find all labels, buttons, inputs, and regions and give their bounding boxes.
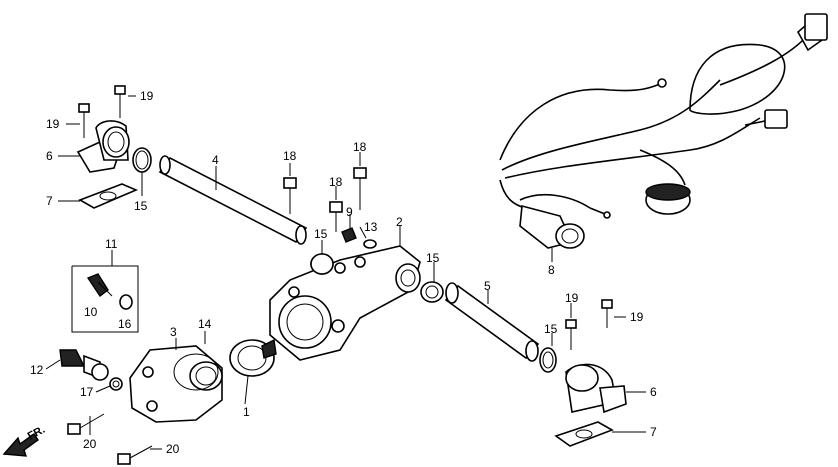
leader-lines (45, 95, 646, 450)
callout-10: 10 (84, 305, 98, 319)
direction-label: FR. (26, 424, 47, 443)
callout-3: 3 (170, 325, 177, 339)
callout-15d: 15 (544, 322, 558, 336)
callout-15b: 15 (314, 227, 328, 241)
callout-19b: 19 (46, 117, 60, 131)
thermostat-housing-2 (269, 245, 444, 361)
callout-19d: 19 (630, 310, 644, 324)
sensor-group-11 (71, 265, 139, 333)
callout-15a: 15 (134, 199, 148, 213)
callout-18a: 18 (283, 149, 297, 163)
callout-19a: 19 (140, 89, 154, 103)
wire-harness (499, 13, 828, 249)
callout-8: 8 (548, 263, 555, 277)
callout-labels: 19 19 6 7 15 4 18 18 18 9 13 2 15 15 11 … (30, 89, 657, 456)
callout-6b: 6 (650, 385, 657, 399)
o-rings-15 (310, 253, 334, 275)
callout-2: 2 (396, 215, 403, 229)
front-direction-arrow: FR. (2, 424, 47, 457)
callout-14: 14 (198, 317, 212, 331)
callout-15c: 15 (426, 251, 440, 265)
callout-1: 1 (243, 405, 250, 419)
lower-right-elbow-group (554, 299, 627, 447)
callout-4: 4 (212, 153, 219, 167)
callout-5: 5 (484, 279, 491, 293)
callout-18b: 18 (329, 175, 343, 189)
callout-18c: 18 (353, 140, 367, 154)
callout-20b: 20 (166, 442, 180, 456)
pipe-5 (444, 282, 557, 373)
callout-11: 11 (105, 237, 118, 251)
thermostat-1 (229, 338, 277, 377)
callout-7b: 7 (650, 425, 657, 439)
callout-19c: 19 (565, 291, 579, 305)
callout-16: 16 (118, 317, 132, 331)
thermostat-cover-3 (129, 345, 223, 423)
sender-12 (59, 349, 123, 391)
bolts-20 (67, 413, 153, 465)
callout-20a: 20 (83, 437, 97, 451)
pipe-4 (158, 155, 308, 245)
callout-12: 12 (30, 363, 44, 377)
callout-6a: 6 (46, 149, 53, 163)
callout-9: 9 (346, 205, 353, 219)
callout-13: 13 (364, 220, 378, 234)
callout-17: 17 (80, 385, 94, 399)
upper-left-elbow-group (76, 85, 152, 209)
callout-7a: 7 (46, 194, 53, 208)
